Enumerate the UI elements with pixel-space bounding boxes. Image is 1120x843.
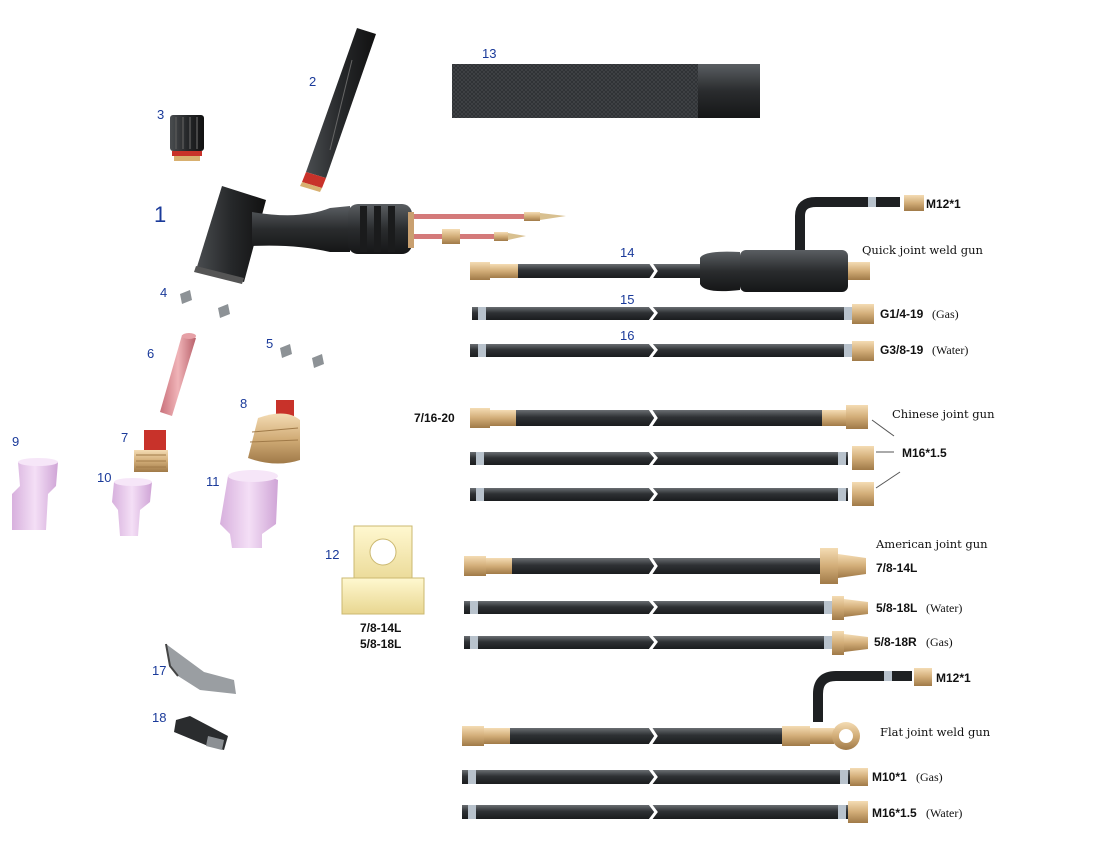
hose-chinese-3 — [470, 482, 874, 506]
collet-body — [134, 430, 168, 472]
part-label-3: 3 — [157, 107, 164, 122]
flat-water-thread: M16*1.5 — [872, 806, 917, 820]
flat-gas-note: (Gas) — [916, 770, 943, 784]
short-back-cap — [170, 115, 204, 161]
torch-leads — [414, 212, 566, 244]
part-18-block — [174, 716, 228, 750]
hose-quick-gas — [472, 304, 874, 324]
american-main-thread: 7/8-14L — [876, 561, 917, 575]
part-label-5: 5 — [266, 336, 273, 351]
part-label-14: 14 — [620, 245, 634, 260]
quick-water-note: (Water) — [932, 343, 968, 357]
part-label-16: 16 — [620, 328, 634, 343]
part-label-11: 11 — [206, 474, 220, 489]
part-label-18: 18 — [152, 710, 166, 725]
flat-elbow-thread: M12*1 — [936, 671, 971, 685]
quick-gas-note: (Gas) — [932, 307, 959, 321]
part-4-inserts — [180, 290, 230, 318]
flat-gas-thread: M10*1 — [872, 770, 907, 784]
flat-water-note: (Water) — [926, 806, 962, 820]
american-gas-thread: 5/8-18R — [874, 635, 917, 649]
part-label-6: 6 — [147, 346, 154, 361]
quick-gas-thread: G1/4-19 — [880, 307, 924, 321]
part-label-10: 10 — [97, 470, 111, 485]
part-label-2: 2 — [309, 74, 316, 89]
part-label-12: 12 — [325, 547, 339, 562]
leader-lines-chinese — [871, 419, 901, 489]
torch-body — [194, 186, 414, 284]
hose-american-main — [464, 548, 866, 584]
flat-caption: Flat joint weld gun — [880, 725, 991, 739]
hose-american-gas — [464, 631, 868, 655]
part-label-8: 8 — [240, 396, 247, 411]
quick-elbow-thread: M12*1 — [926, 197, 961, 211]
long-back-cap — [300, 28, 376, 192]
gas-lens — [248, 400, 300, 464]
gas-lens-cup — [220, 470, 278, 548]
part-label-15: 15 — [620, 292, 634, 307]
quick-water-thread: G3/8-19 — [880, 343, 924, 357]
american-gas-note: (Gas) — [926, 635, 953, 649]
collet — [160, 333, 196, 416]
part-label-1: 1 — [154, 202, 166, 227]
hose-quick-water — [470, 341, 874, 361]
chinese-caption: Chinese joint gun — [892, 407, 995, 421]
adapter-label-1: 7/8-14L — [360, 621, 401, 635]
part-label-13: 13 — [482, 46, 496, 61]
part-label-4: 4 — [160, 285, 167, 300]
part-label-9: 9 — [12, 434, 19, 449]
american-water-thread: 5/8-18L — [876, 601, 917, 615]
hose-quick-joint — [470, 195, 924, 292]
adapter-label-2: 5/8-18L — [360, 637, 401, 651]
part-5-inserts — [280, 344, 324, 368]
part-17-clip — [165, 643, 236, 694]
hose-chinese-2 — [470, 446, 874, 470]
quick-caption: Quick joint weld gun — [862, 243, 984, 257]
chinese-right-thread: M16*1.5 — [902, 446, 947, 460]
hose-flat-main — [462, 668, 932, 750]
american-caption: American joint gun — [875, 537, 988, 551]
part-label-17: 17 — [152, 663, 166, 678]
hose-chinese-main — [470, 405, 868, 429]
hose-flat-gas — [462, 768, 868, 786]
part-label-7: 7 — [121, 430, 128, 445]
american-water-note: (Water) — [926, 601, 962, 615]
ceramic-cup-long — [12, 458, 58, 530]
hose-american-water — [464, 596, 868, 620]
adapter-plate — [341, 525, 425, 615]
hose-flat-water — [462, 801, 868, 823]
ceramic-cup-short — [112, 478, 152, 536]
grip-sleeve — [452, 64, 760, 118]
chinese-left-thread: 7/16-20 — [414, 411, 455, 425]
